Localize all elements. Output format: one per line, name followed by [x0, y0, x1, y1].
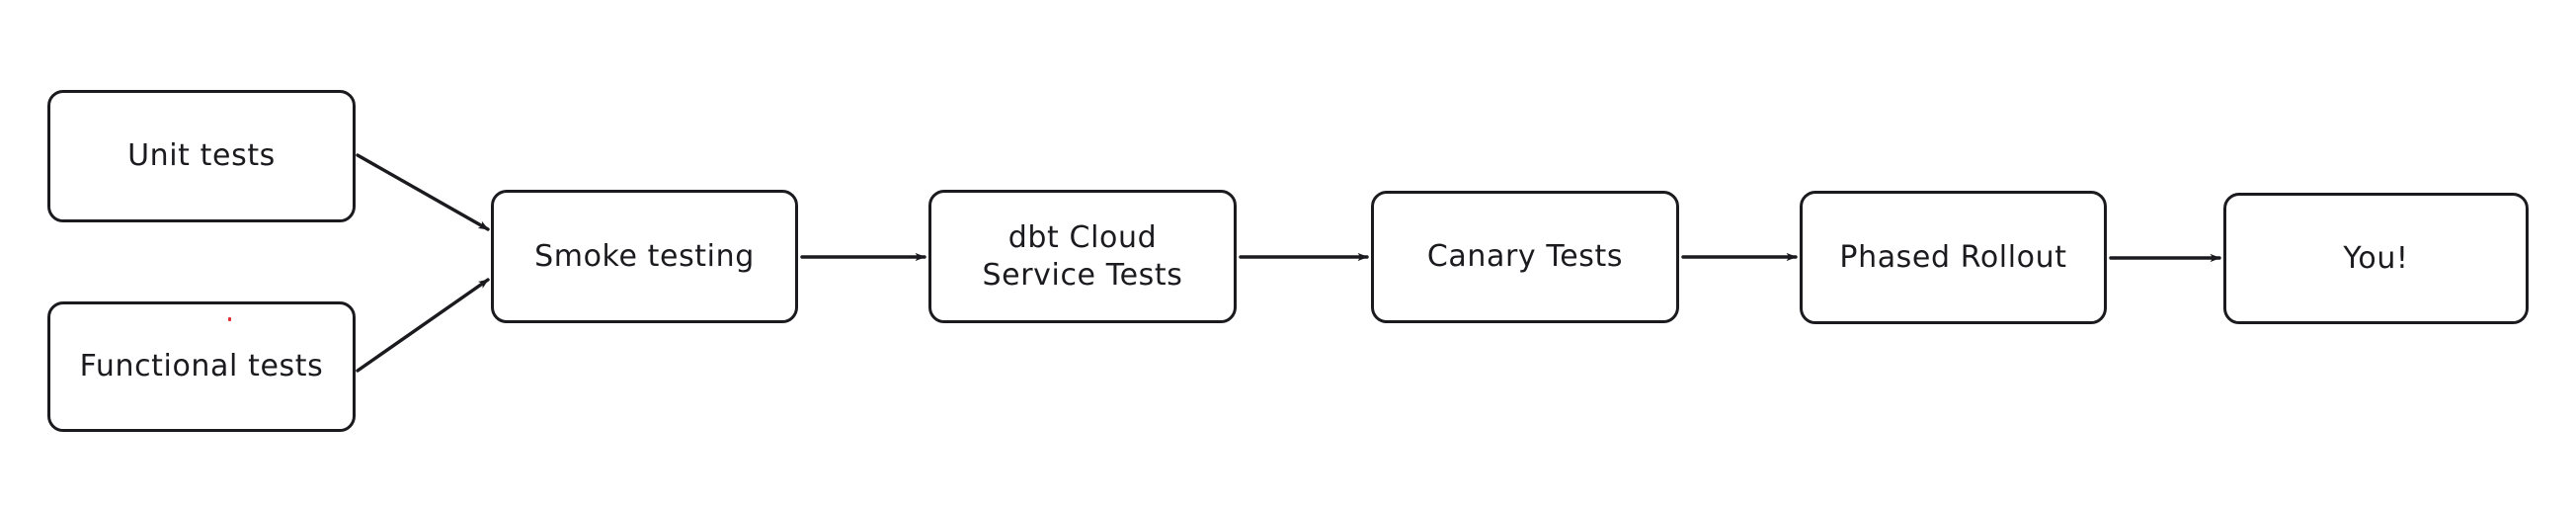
edge-functional-tests-to-smoke-testing	[356, 278, 490, 373]
node-dbt-cloud-service-tests[interactable]: dbt Cloud Service Tests	[928, 190, 1237, 323]
node-label: Unit tests	[127, 138, 276, 174]
edge-unit-tests-to-smoke-testing	[356, 153, 490, 231]
node-phased-rollout[interactable]: Phased Rollout	[1800, 191, 2107, 324]
node-you[interactable]: You!	[2223, 193, 2529, 324]
node-label: Smoke testing	[534, 238, 755, 274]
node-label: Canary Tests	[1426, 239, 1624, 275]
node-label: Phased Rollout	[1839, 239, 2067, 275]
red-speck-artifact	[228, 317, 231, 321]
node-label: Functional tests	[79, 349, 324, 384]
node-functional-tests[interactable]: Functional tests	[47, 301, 356, 432]
node-canary-tests[interactable]: Canary Tests	[1371, 191, 1679, 323]
node-label: dbt Cloud Service Tests	[982, 219, 1183, 293]
node-label: You!	[2343, 240, 2409, 276]
node-unit-tests[interactable]: Unit tests	[47, 90, 356, 222]
node-smoke-testing[interactable]: Smoke testing	[491, 190, 798, 323]
